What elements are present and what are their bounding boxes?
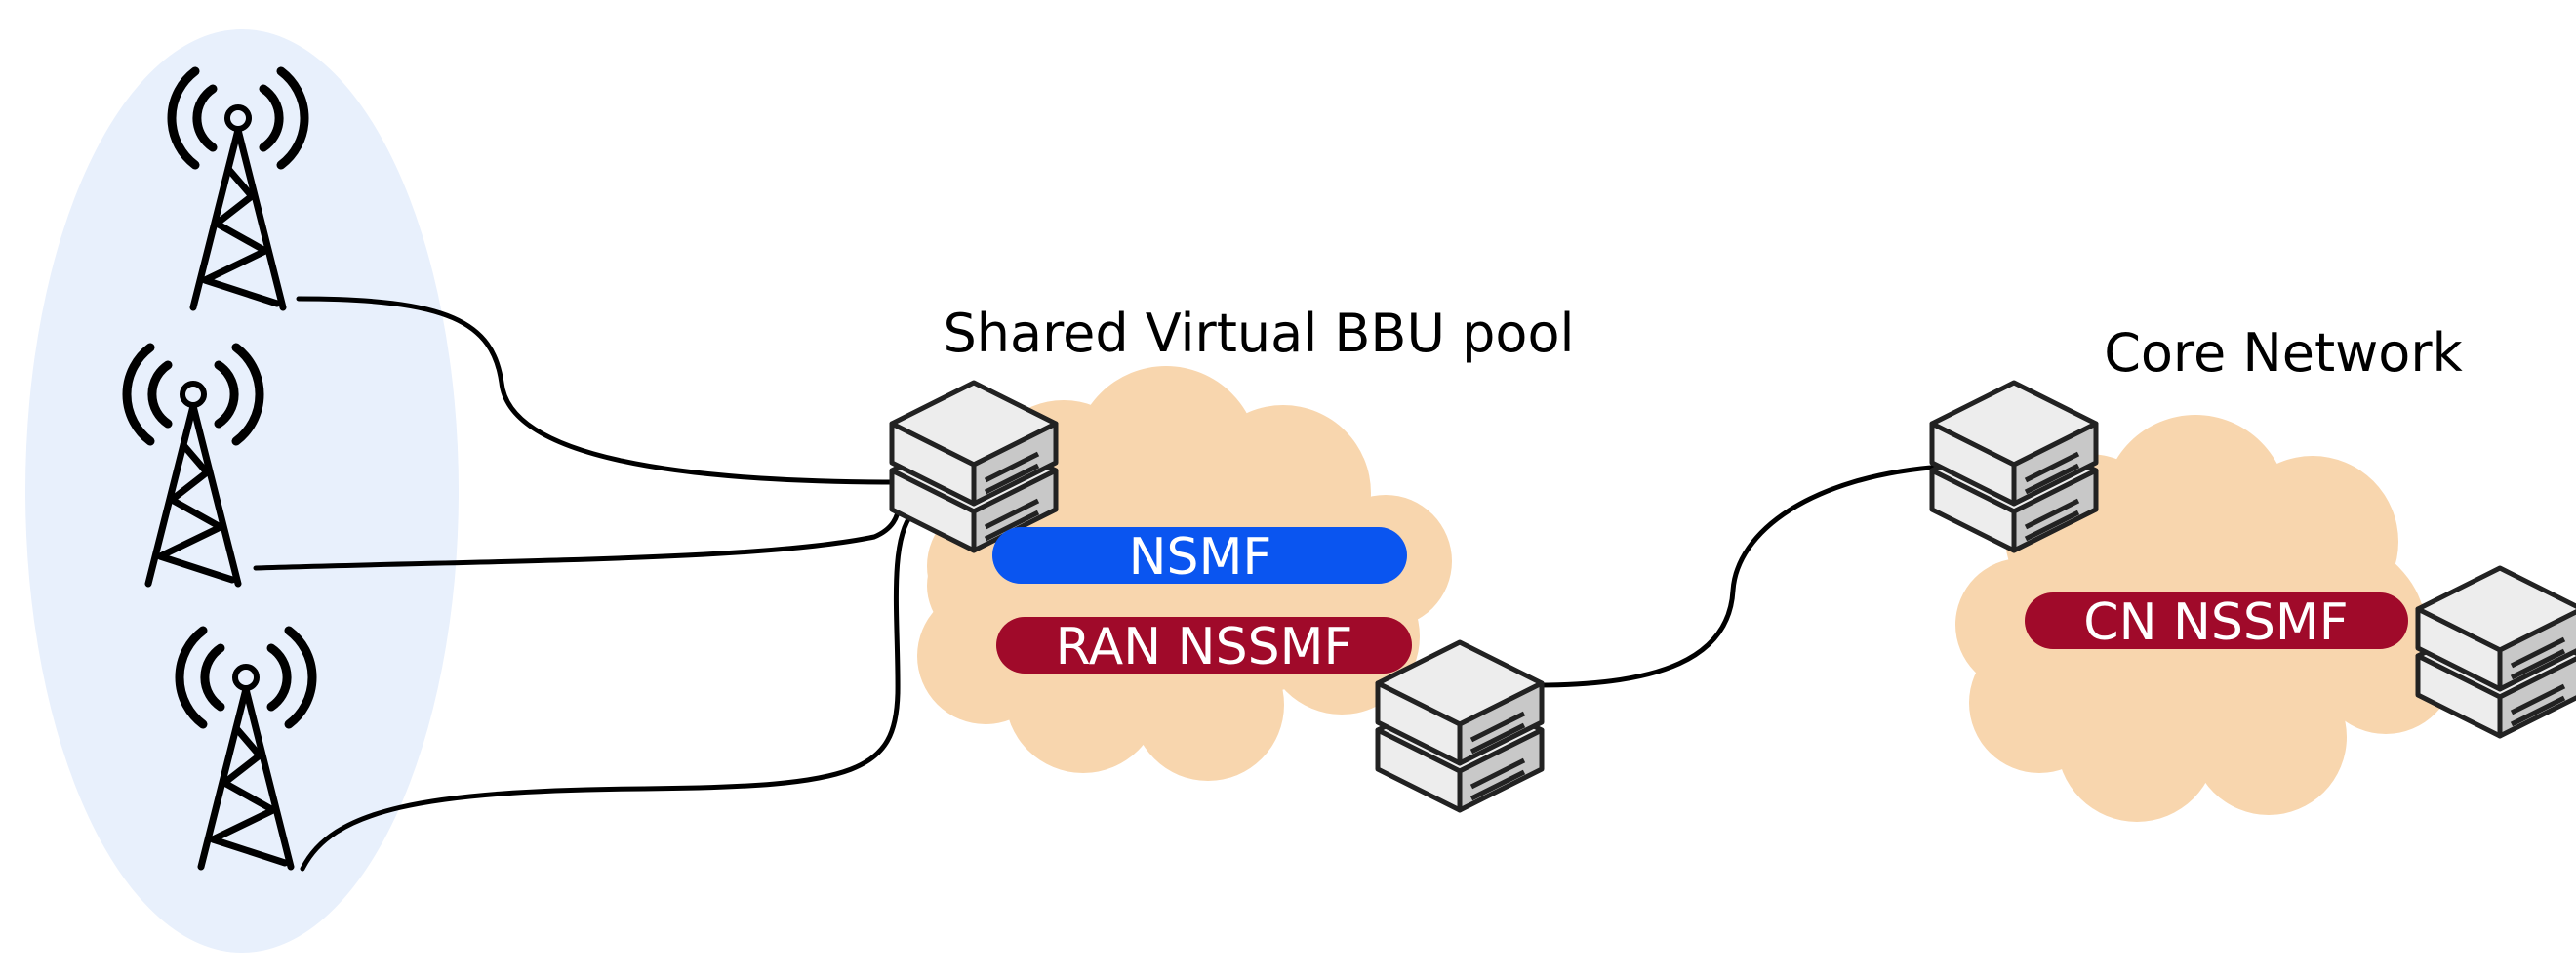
backhaul-link: [1535, 464, 1945, 688]
cn-nssmf-pill[interactable]: CN NSSMF: [2025, 592, 2408, 652]
ran-nssmf-label: RAN NSSMF: [1056, 618, 1353, 676]
ran-zone: [25, 29, 459, 953]
ran-nssmf-pill[interactable]: RAN NSSMF: [996, 617, 1412, 676]
nsmf-label: NSMF: [1129, 528, 1272, 587]
fronthaul-links: [253, 296, 915, 872]
bbu-pool-label: Shared Virtual BBU pool: [943, 303, 1574, 364]
cn-nssmf-label: CN NSSMF: [2083, 593, 2348, 652]
core-network-label: Core Network: [2104, 322, 2463, 384]
server-stack-icon[interactable]: [2418, 568, 2576, 736]
nsmf-pill[interactable]: NSMF: [992, 527, 1407, 587]
